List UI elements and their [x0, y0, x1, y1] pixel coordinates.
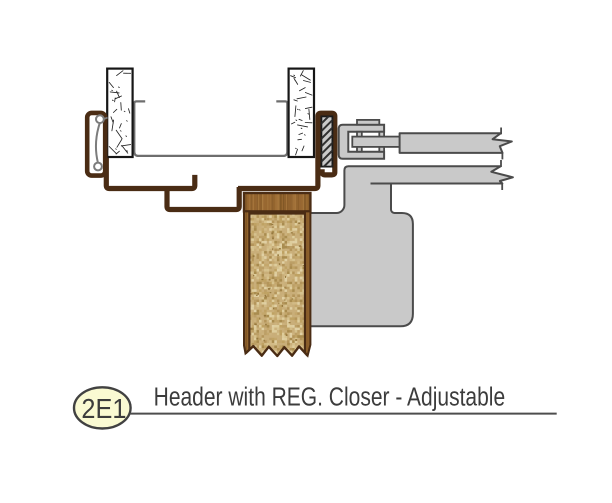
- svg-text:Header with REG. Closer - Adju: Header with REG. Closer - Adjustable: [154, 383, 506, 411]
- svg-text:2E1: 2E1: [81, 393, 126, 424]
